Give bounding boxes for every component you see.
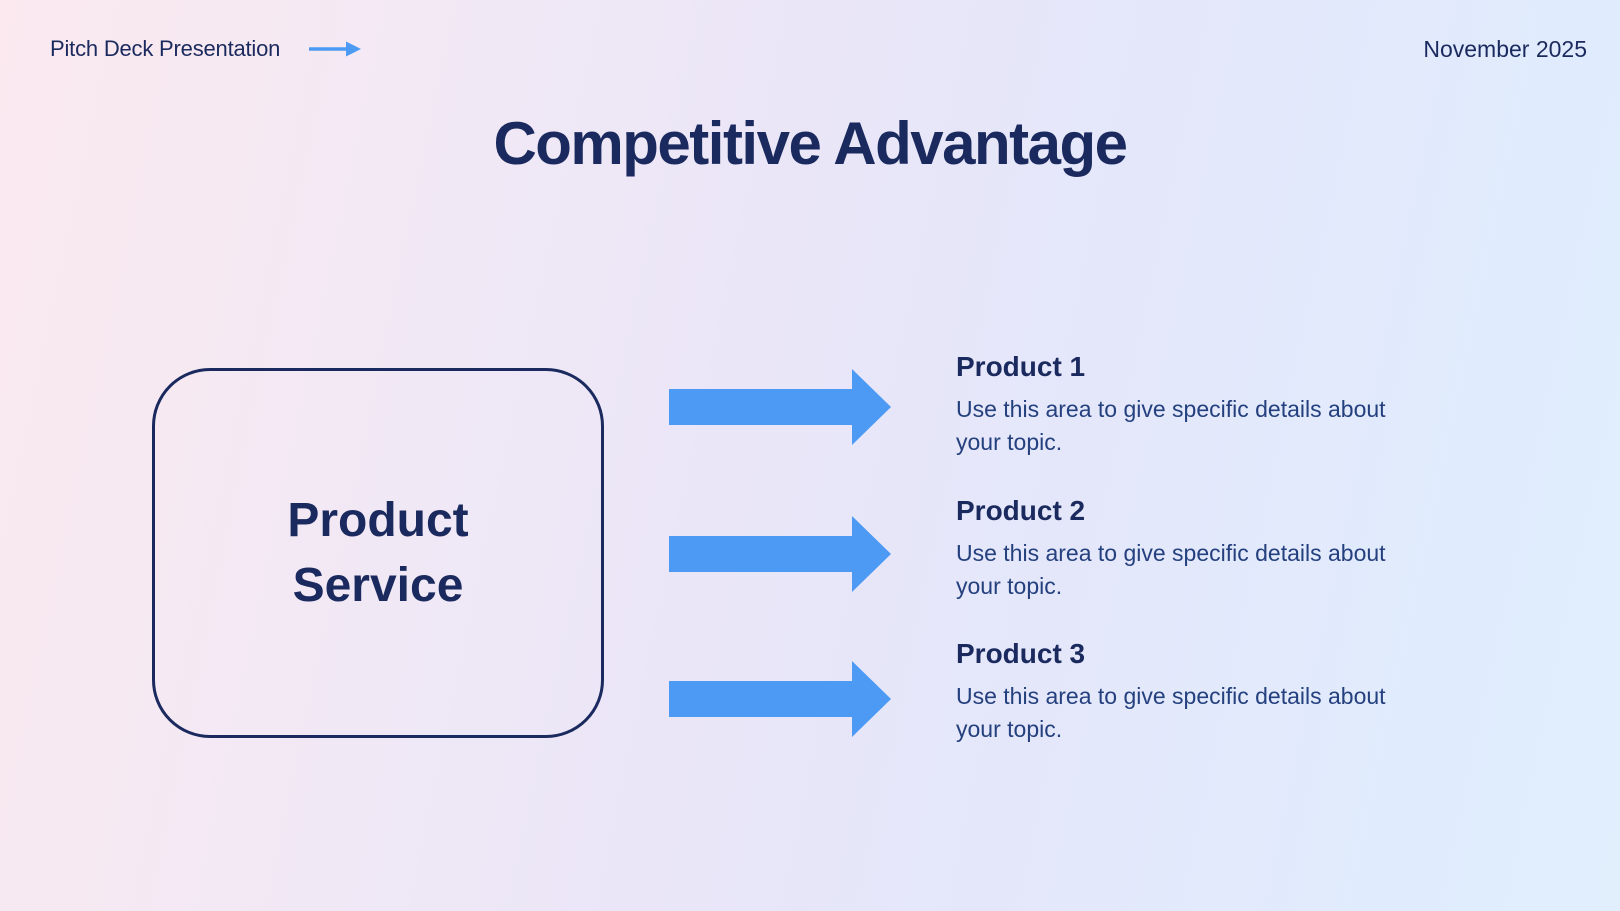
arrow-right-icon [669,516,891,592]
product-3-description-line-1: Use this area to give specific details a… [956,683,1386,709]
product-1-description-line-1: Use this area to give specific details a… [956,396,1386,422]
date-label: November 2025 [1423,36,1587,62]
product-3-item: Product 3 Use this area to give specific… [956,637,1446,746]
product-2-description-line-1: Use this area to give specific details a… [956,540,1386,566]
product-3-description-line-2: your topic. [956,716,1063,742]
slide-title: Competitive Advantage [493,110,1128,177]
product-1-item: Product 1 Use this area to give specific… [956,350,1446,459]
product-2-title: Product 2 [956,495,1086,526]
product-2-description-line-2: your topic. [956,573,1063,599]
right-arrow-icon [309,41,361,57]
product-1-title: Product 1 [956,351,1086,382]
product-1-description-line-2: your topic. [956,429,1063,455]
product-3-title: Product 3 [956,638,1086,669]
presentation-label: Pitch Deck Presentation [50,36,281,61]
arrow-right-icon [669,369,891,445]
product-service-label: Product Service [287,494,469,612]
product-service-box: Product Service [152,368,604,738]
arrow-right-icon [669,661,891,737]
product-2-item: Product 2 Use this area to give specific… [956,494,1446,603]
